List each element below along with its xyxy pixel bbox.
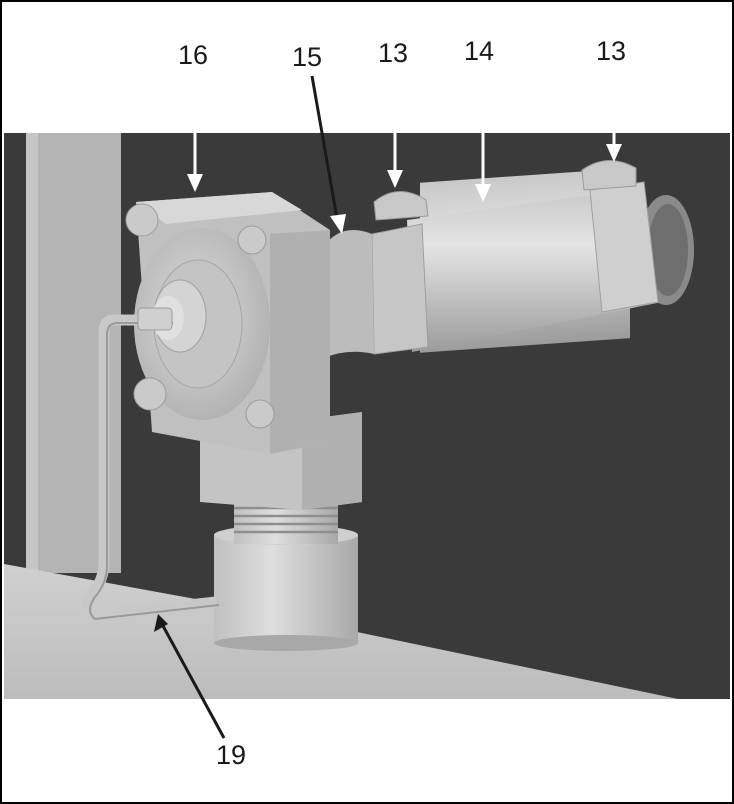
callout-13-right: 13 [596, 36, 627, 66]
arrow-19 [160, 623, 226, 739]
bolt [237, 225, 267, 255]
callout-13-left: 13 [378, 38, 409, 68]
cone-transition [324, 230, 374, 358]
callout-14: 14 [464, 36, 495, 66]
callout-16: 16 [178, 40, 209, 70]
clamp-right [581, 160, 637, 191]
main-cylinder [371, 168, 694, 355]
bolt [245, 399, 275, 429]
housing-box [125, 192, 330, 454]
arrow-15 [310, 75, 340, 225]
bolt [125, 203, 159, 237]
callout-arrows [154, 70, 622, 739]
tube-line [81, 314, 217, 622]
bolt [133, 377, 167, 411]
callout-19: 19 [216, 740, 247, 770]
callout-15: 15 [292, 42, 323, 72]
clamp-left [373, 191, 429, 221]
